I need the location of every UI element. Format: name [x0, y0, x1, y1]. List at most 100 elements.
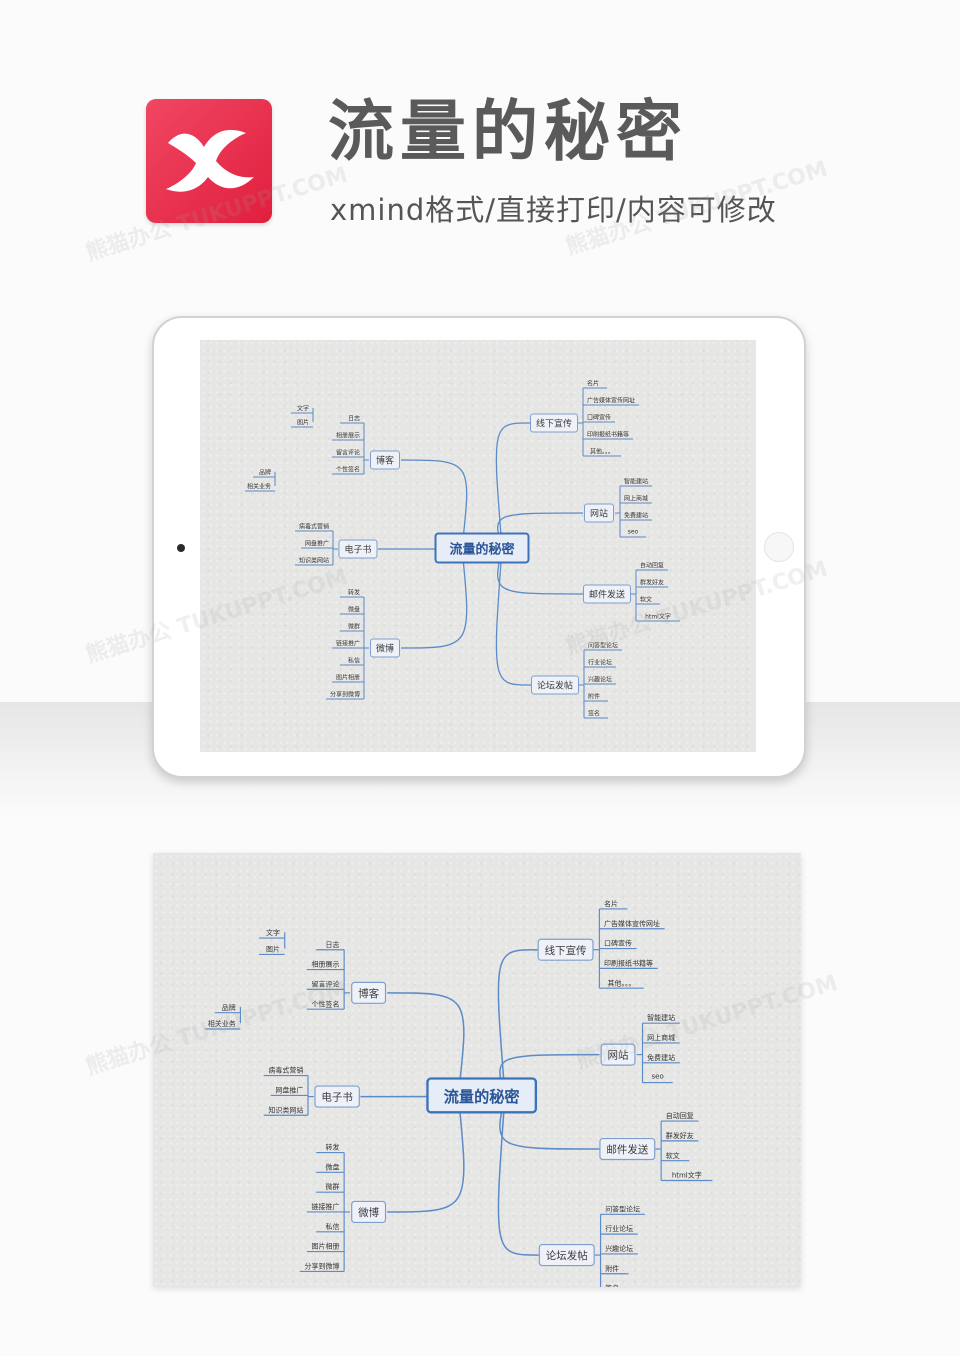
- mindmap-leaf-node: 印刷报纸书籍等: [604, 959, 653, 968]
- mindmap-leaf-node: 链接推广: [311, 1203, 340, 1212]
- mindmap-leaf-node: 附件: [605, 1264, 620, 1274]
- branch-connector: [387, 1095, 465, 1213]
- mindmap-branch-node: 邮件发送: [599, 1137, 656, 1161]
- mindmap-leaf-node: 问答型论坛: [605, 1205, 641, 1214]
- branch-connector: [497, 948, 538, 1096]
- mindmap-branch-node: 博客: [369, 450, 401, 470]
- mindmap-leaf-node: 网盘推广: [275, 1086, 304, 1095]
- mindmap-leaf-node: 网上商城: [623, 495, 649, 503]
- mindmap-leaf-node: 病毒式营销: [298, 523, 330, 531]
- mindmap-leaf-node: 智能建站: [647, 1014, 676, 1023]
- mindmap-branch-node: 网站: [583, 503, 615, 523]
- mindmap-branch-node: 论坛发帖: [538, 1244, 595, 1267]
- mindmap-subleaf-node: 文字: [296, 405, 310, 413]
- mindmap-leaf-node: seo: [651, 1072, 664, 1081]
- mindmap-leaf-node: 留言评论: [311, 980, 340, 989]
- mindmap-leaf-node: 群发好友: [665, 1132, 694, 1141]
- mindmap-leaf-node: 免费建站: [647, 1054, 676, 1063]
- mindmap-leaf-node: 软文: [639, 596, 653, 604]
- mindmap-leaf-node: 相册展示: [311, 960, 340, 969]
- mindmap-leaf-node: 图片相册: [335, 674, 361, 682]
- xmind-x-icon: [166, 129, 254, 192]
- mindmap-leaf-node: 日志: [347, 415, 361, 423]
- mindmap-subleaf-node: 相关业务: [207, 1020, 236, 1029]
- mindmap-leaf-node: 私信: [347, 657, 361, 665]
- mindmap-leaf-node: 名片: [604, 900, 619, 909]
- mindmap-root-node: 流量的秘密: [426, 1077, 538, 1114]
- branch-connector: [497, 1095, 539, 1256]
- mindmap-leaf-node: 个性签名: [335, 466, 361, 474]
- mindmap-leaf-node: 行业论坛: [605, 1225, 634, 1234]
- mindmap-leaf-node: 附件: [587, 693, 601, 701]
- mindmap-leaf-node: 群发好友: [639, 579, 665, 587]
- branch-connector: [387, 992, 465, 1096]
- tablet-side-button: [764, 532, 794, 562]
- mindmap-branch-node: 邮件发送: [582, 584, 632, 604]
- mindmap-leaf-node: 链接推广: [335, 640, 361, 648]
- mindmap-subleaf-node: 图片: [266, 945, 281, 954]
- page-subtitle: xmind格式/直接打印/内容可修改: [330, 193, 777, 227]
- mindmap-leaf-node: 问答型论坛: [587, 642, 619, 650]
- branch-connector: [495, 422, 531, 549]
- mindmap-leaf-node: 转发: [347, 589, 361, 597]
- mindmap-leaf-node: 转发: [325, 1143, 340, 1152]
- mindmap-leaf-node: 知识类网站: [268, 1106, 304, 1115]
- mindmap-root-node: 流量的秘密: [434, 532, 530, 564]
- mindmap-leaf-node: 病毒式营销: [268, 1066, 304, 1076]
- mindmap-leaf-node: 免费建站: [623, 512, 649, 520]
- page-title: 流量的秘密: [328, 93, 688, 170]
- mindmap-leaf-node: 其他。。。: [589, 448, 615, 456]
- mindmap-leaf-node: 名片: [586, 380, 600, 388]
- mindmap-leaf-node: 分享到微博: [329, 691, 361, 699]
- mindmap-subleaf-node: 品牌: [221, 1003, 236, 1013]
- printed-sheet: 流量的秘密线下宣传名片广告媒体宣传网址口碑宣传印刷报纸书籍等其他。。。网站智能建…: [153, 853, 801, 1287]
- mindmap-leaf-node: 个性签名: [311, 1000, 340, 1009]
- mindmap-leaf-node: 网盘推广: [304, 540, 330, 548]
- mindmap-subleaf-node: 图片: [296, 419, 310, 427]
- mindmap-leaf-node: 图片相册: [311, 1242, 340, 1252]
- mindmap-leaf-node: 微盘: [347, 606, 361, 614]
- mindmap-leaf-node: html文字: [671, 1171, 702, 1180]
- tablet-home-button: [177, 544, 185, 552]
- mindmap-leaf-node: 签名: [587, 710, 601, 718]
- mindmap-connectors: [205, 908, 713, 1287]
- tablet-screen: 流量的秘密 线下宣传 名片广告媒体宣传网址口碑宣传印刷报纸书籍等其他。。。网站 智能建…: [200, 340, 756, 752]
- mindmap-leaf-node: 日志: [325, 940, 340, 950]
- mindmap-branch-node: 线下宣传: [529, 413, 579, 433]
- xmind-logo: [146, 99, 272, 223]
- mindmap-leaf-node: 微群: [325, 1183, 340, 1192]
- mindmap-branch-node: 电子书: [338, 539, 378, 559]
- branch-connector: [400, 459, 468, 549]
- mindmap-subleaf-node: 文字: [266, 929, 281, 938]
- mindmap-branch-node: 微博: [351, 1200, 387, 1224]
- mindmap-leaf-node: 相册展示: [335, 432, 361, 440]
- mindmap-subleaf-node: 相关业务: [246, 483, 272, 491]
- mindmap-leaf-node: 其他。。。: [607, 979, 636, 988]
- mindmap-leaf-node: 自动回复: [639, 562, 665, 570]
- mindmap-leaf-node: 广告媒体宣传网址: [604, 920, 660, 929]
- mindmap-leaf-node: 网上商城: [647, 1034, 676, 1043]
- mindmap-leaf-node: 微盘: [325, 1163, 340, 1172]
- mindmap-leaf-node: 兴趣论坛: [587, 676, 613, 684]
- mindmap-print: 流量的秘密线下宣传名片广告媒体宣传网址口碑宣传印刷报纸书籍等其他。。。网站智能建…: [153, 853, 801, 1287]
- mindmap-branch-node: 博客: [351, 981, 387, 1004]
- mindmap-leaf-node: 口碑宣传: [586, 414, 612, 422]
- mindmap-leaf-node: 签名: [605, 1282, 619, 1287]
- branch-connector: [495, 547, 532, 686]
- mindmap-leaf-node: 印刷报纸书籍等: [586, 431, 630, 439]
- mindmap-leaf-node: seo: [627, 528, 639, 536]
- mindmap-branch-node: 线下宣传: [537, 938, 594, 961]
- mindmap-subleaf-node: 品牌: [258, 469, 272, 477]
- branch-connector: [400, 547, 468, 649]
- mindmap-connectors: [245, 387, 680, 719]
- mindmap-leaf-node: 智能建站: [623, 478, 649, 486]
- mindmap-leaf-node: 广告媒体宣传网址: [586, 397, 636, 405]
- mindmap-leaf-node: 分享到微博: [304, 1262, 340, 1271]
- mindmap-tablet: 流量的秘密 线下宣传 名片广告媒体宣传网址口碑宣传印刷报纸书籍等其他。。。网站 智能建…: [200, 340, 756, 752]
- mindmap-leaf-node: 知识类网站: [298, 557, 330, 565]
- mindmap-leaf-node: 私信: [325, 1223, 340, 1232]
- mindmap-leaf-node: 兴趣论坛: [605, 1245, 634, 1254]
- mindmap-leaf-node: 留言评论: [335, 449, 361, 457]
- mindmap-leaf-node: 自动回复: [665, 1112, 694, 1121]
- mindmap-leaf-node: 行业论坛: [587, 659, 613, 667]
